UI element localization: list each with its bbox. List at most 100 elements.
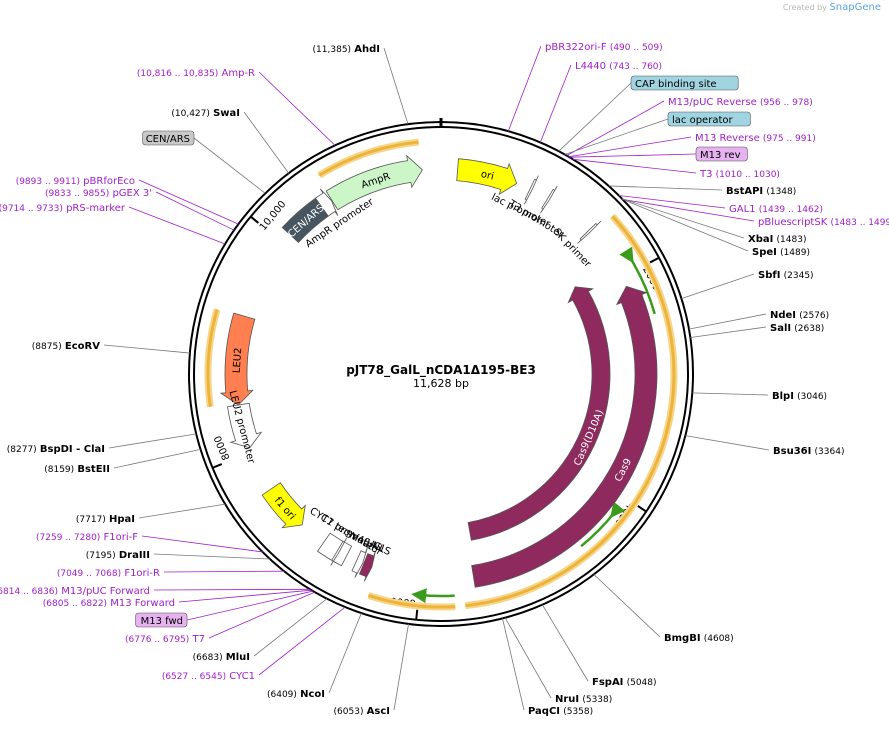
site-name-asci: AscI: [367, 706, 390, 717]
leader-ahdi: [383, 47, 409, 125]
site-pos-spei: (1489): [780, 248, 810, 258]
feature-shape-lac-promoter: [523, 175, 539, 205]
site-text-cap-site: CAP binding site: [635, 79, 717, 90]
site-ndei[interactable]: NdeI (2576): [770, 310, 829, 321]
site-labels: (11,385) AhdI (10,816 .. 10,835) Amp-R (10…: [0, 42, 889, 717]
site-text-ahdi: (11,385) AhdI: [313, 44, 380, 55]
site-blpi[interactable]: BlpI (3046): [772, 391, 827, 402]
feature-f1-ori[interactable]: f1 ori: [261, 482, 306, 529]
site-t7[interactable]: (6776 .. 6795) T7: [125, 634, 205, 645]
site-f1ori-f[interactable]: (7259 .. 7280) F1ori-F: [36, 532, 138, 543]
feature-cas9[interactable]: Cas9: [471, 285, 658, 588]
site-bspdi-clai[interactable]: (8277) BspDI - ClaI: [7, 444, 105, 455]
leader-draiii: [153, 553, 270, 560]
site-fspai[interactable]: FspAI (5048): [592, 677, 657, 688]
site-pos-ncoi: (6409): [267, 690, 297, 700]
site-xbai[interactable]: XbaI (1483): [748, 234, 806, 245]
site-text-pbrforeco: (9893 .. 9911) pBRforEco: [16, 176, 135, 187]
site-prs-marker[interactable]: (9714 .. 9733) pRS-marker: [0, 203, 126, 214]
site-mlui[interactable]: (6683) MluI: [193, 652, 250, 663]
site-f1ori-r[interactable]: (7049 .. 7068) F1ori-R: [57, 568, 160, 579]
site-draiii[interactable]: (7195) DraIII: [86, 550, 150, 561]
site-pos-bstapi: (1348): [766, 187, 796, 197]
leader-ampr-primer: [258, 71, 336, 146]
feature-shape-ugi: [358, 551, 376, 582]
site-name-ncoi: NcoI: [300, 689, 325, 700]
site-m13-puc-fwd[interactable]: (6814 .. 6836) M13/pUC Forward: [0, 586, 150, 597]
site-pos-ahdi: (11,385): [313, 45, 352, 55]
site-pos-swai: (10,427): [171, 109, 210, 119]
site-pbr322ori-f[interactable]: pBR322ori-F (490 .. 509): [545, 42, 663, 53]
site-sbfi[interactable]: SbfI (2345): [758, 270, 814, 281]
feature-leu2-promoter[interactable]: LEU2 promoter: [226, 389, 263, 466]
site-text-bstapi: BstAPI (1348): [726, 186, 796, 197]
site-pos-bsu36i: (3364): [815, 447, 845, 457]
site-cen-ars-label[interactable]: CEN/ARS: [142, 130, 195, 146]
feature-shape-leu2: [219, 312, 256, 406]
feature-leu2[interactable]: LEU2: [219, 312, 256, 406]
site-name-pgex3: pGEX 3': [112, 188, 152, 199]
site-ncoi[interactable]: (6409) NcoI: [267, 689, 325, 700]
site-pos-paqci: (5358): [563, 707, 593, 717]
leader-t7: [208, 591, 315, 639]
watermark-brand: SnapGene: [829, 2, 881, 13]
leader-bstapi: [608, 185, 723, 191]
leader-swai: [243, 111, 290, 174]
site-text-nrui: NruI (5338): [555, 694, 612, 705]
feature-ori[interactable]: ori: [456, 158, 518, 196]
leader-fspai: [542, 604, 589, 682]
site-hpai[interactable]: (7717) HpaI: [76, 514, 135, 525]
site-pos-xbai: (1483): [777, 235, 807, 245]
site-m13-rev-box[interactable]: M13 rev: [695, 146, 748, 162]
site-bsteii[interactable]: (8159) BstEII: [44, 464, 110, 475]
site-l4440[interactable]: L4440 (743 .. 760): [575, 61, 662, 72]
site-asci[interactable]: (6053) AscI: [334, 706, 390, 717]
site-m13-rev-primer[interactable]: M13 Reverse (975 .. 991): [695, 133, 816, 144]
site-cyc1[interactable]: (6527 .. 6545) CYC1: [162, 671, 255, 682]
site-name-l4440: L4440: [575, 61, 606, 72]
site-name-m13-rev-box: M13 rev: [700, 150, 741, 161]
site-text-ecorv: (8875) EcoRV: [32, 341, 100, 352]
site-bstapi[interactable]: BstAPI (1348): [726, 186, 796, 197]
leader-ncoi: [328, 612, 362, 694]
site-text-f1ori-r: (7049 .. 7068) F1ori-R: [57, 568, 160, 579]
site-t3[interactable]: T3 (1010 .. 1030): [699, 169, 780, 180]
tick-3: [415, 609, 419, 620]
site-text-prs-marker: (9714 .. 9733) pRS-marker: [0, 203, 126, 214]
feature-sk-primer[interactable]: SK primer: [551, 220, 602, 270]
site-ampr-primer[interactable]: (10,816 .. 10,835) Amp-R: [137, 68, 255, 79]
watermark-prefix: Created by: [782, 3, 827, 12]
site-ecorv[interactable]: (8875) EcoRV: [32, 341, 100, 352]
site-bmgbi[interactable]: BmgBI (4608): [664, 633, 734, 644]
site-nrui[interactable]: NruI (5338): [555, 694, 612, 705]
site-cap-site[interactable]: CAP binding site: [630, 75, 739, 91]
site-lac-operator[interactable]: lac operator: [667, 111, 751, 127]
leader-m13-forward: [178, 589, 312, 603]
feature-shape-leu2-promoter: [227, 402, 263, 449]
site-pos-fspai: (5048): [627, 678, 657, 688]
site-pos-bsteii: (8159): [44, 465, 74, 475]
feature-ampr[interactable]: AmpR: [325, 154, 423, 211]
site-spei[interactable]: SpeI (1489): [752, 247, 810, 258]
site-m13-forward[interactable]: (6805 .. 6822) M13 Forward: [43, 598, 175, 609]
leader-asci: [393, 623, 409, 711]
site-name-bspdi-clai: BspDI - ClaI: [40, 444, 105, 455]
site-paqci[interactable]: PaqCI (5358): [528, 706, 593, 717]
site-bsu36i[interactable]: Bsu36I (3364): [773, 446, 844, 457]
site-pgex3[interactable]: (9833 .. 9855) pGEX 3': [45, 188, 152, 199]
site-m13-fwd-box[interactable]: M13 fwd: [135, 612, 188, 628]
leader-f1ori-f: [141, 535, 263, 553]
site-gal1[interactable]: GAL1 (1439 .. 1462): [729, 204, 823, 215]
site-ahdi[interactable]: (11,385) AhdI: [313, 44, 380, 55]
tick-1: [649, 256, 660, 264]
site-pos-hpai: (7717): [76, 515, 106, 525]
site-sali[interactable]: SalI (2638): [770, 323, 824, 334]
leader-ndei: [688, 313, 767, 330]
site-swai[interactable]: (10,427) SwaI: [171, 108, 240, 119]
site-box-m13-fwd-box: [135, 612, 188, 628]
site-pbrforeco[interactable]: (9893 .. 9911) pBRforEco: [16, 176, 135, 187]
translation-arcs: [204, 138, 678, 611]
site-m13-puc-rev[interactable]: M13/pUC Reverse (956 .. 978): [668, 97, 813, 108]
site-pbluescriptsk[interactable]: pBluescriptSK (1483 .. 1499): [758, 217, 889, 228]
